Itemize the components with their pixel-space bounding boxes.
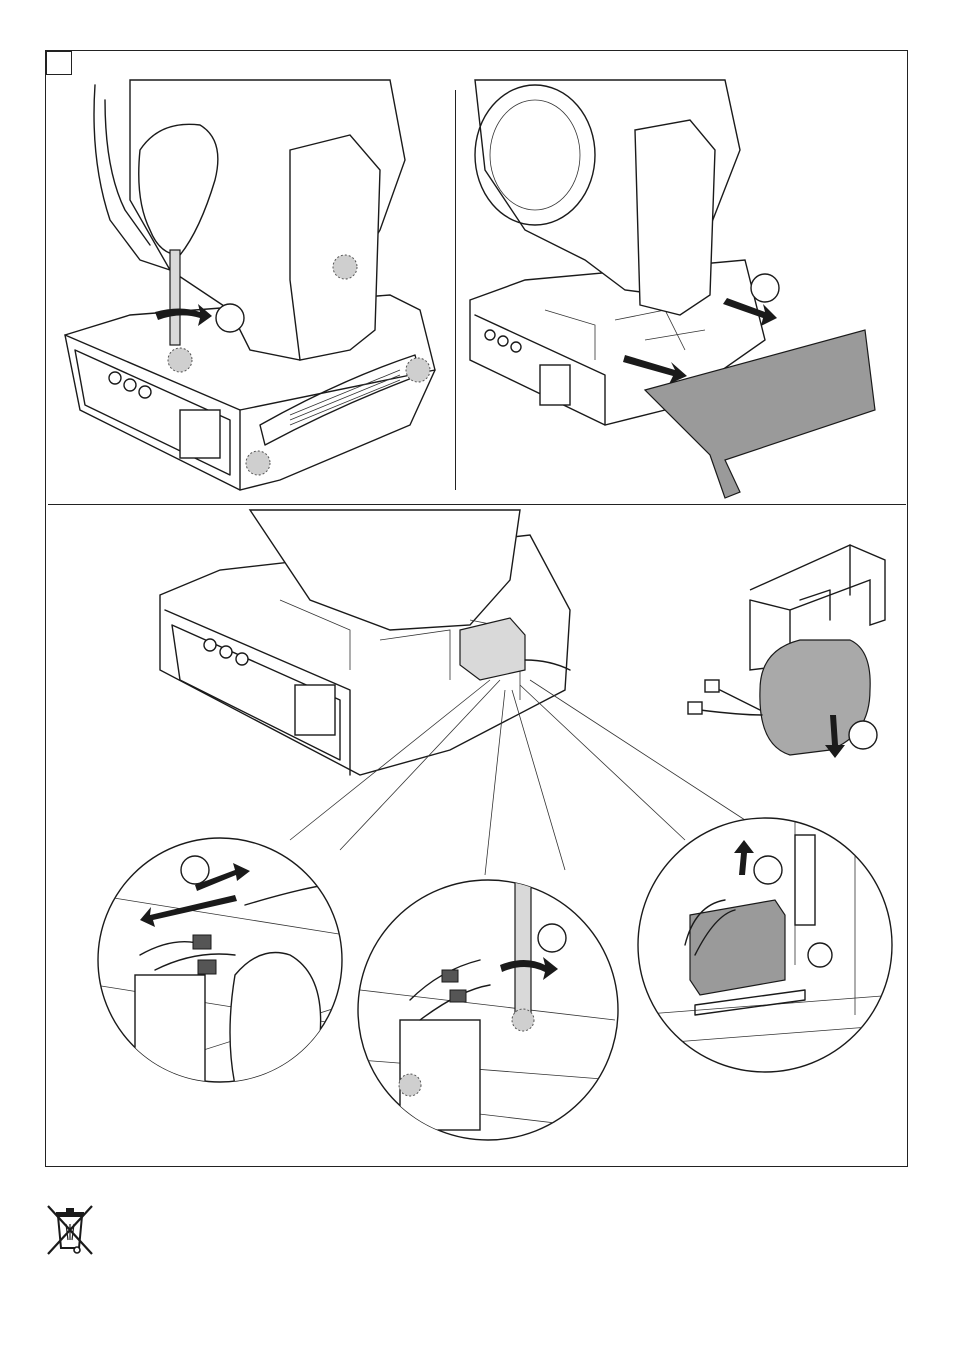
detail-lift-battery — [635, 815, 895, 1075]
detail-unscrew-bracket — [360, 870, 615, 1150]
detail-disconnect-cables — [95, 835, 345, 1085]
crossed-out-wheelie-bin-icon — [44, 1202, 96, 1258]
backup-battery — [690, 900, 785, 995]
screwdriver — [515, 870, 531, 1015]
hand — [230, 953, 321, 1086]
